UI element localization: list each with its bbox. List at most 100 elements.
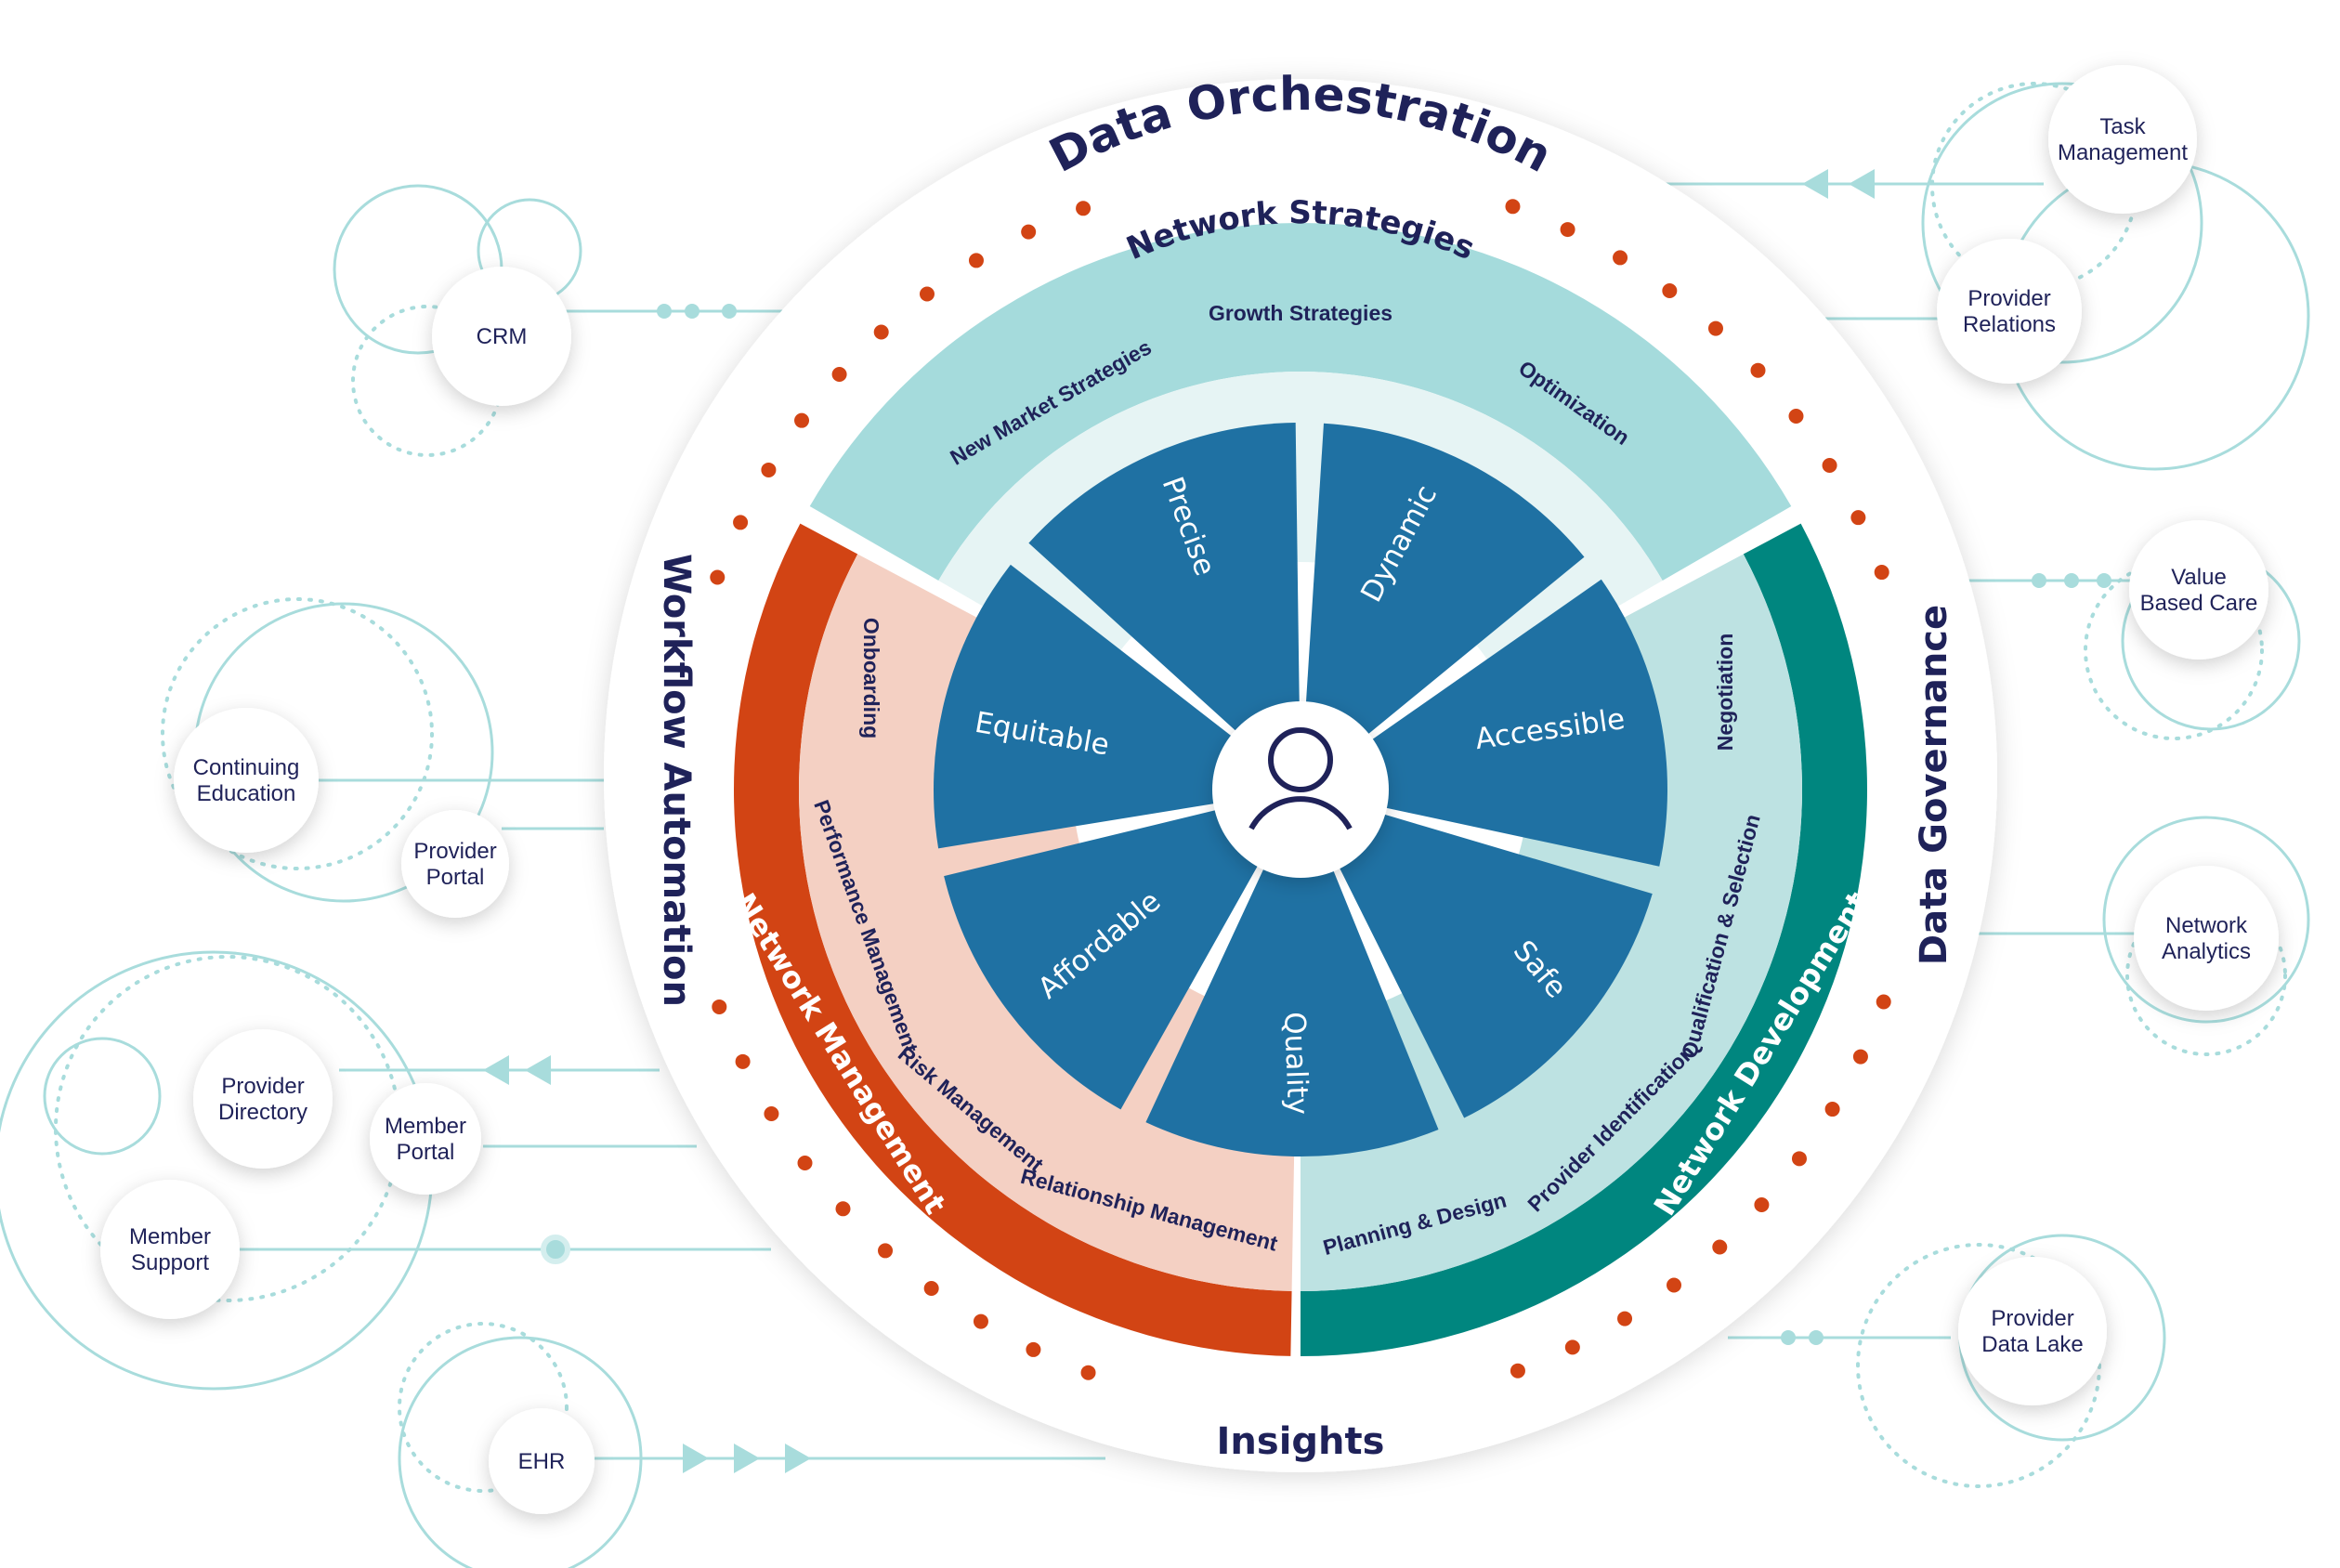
node-circle[interactable] [2129, 520, 2268, 660]
node-label: Provider [221, 1074, 304, 1099]
center-hub [1212, 701, 1389, 878]
node-label: Education [197, 781, 296, 806]
arrow-left-icon [525, 1055, 551, 1085]
orange-dot [1822, 457, 1837, 473]
orange-dot [764, 1106, 779, 1122]
node-circle[interactable] [2048, 65, 2197, 214]
node-label: Provider [1991, 1306, 2073, 1331]
node-circle[interactable] [370, 1083, 481, 1195]
orange-dot [733, 515, 749, 530]
orange-dot [712, 999, 727, 1014]
decorative-circle [2102, 816, 2310, 1024]
node-ehr[interactable]: EHR [489, 1408, 595, 1514]
connector-marker [2032, 573, 2046, 588]
connector-marker [1781, 1330, 1796, 1345]
orange-dot [1026, 1341, 1041, 1357]
decorative-circle [398, 1322, 569, 1493]
pie-slice-precise [1028, 423, 1301, 790]
orange-dot [873, 324, 889, 340]
orange-dot [1613, 250, 1628, 266]
node-label: Task [2099, 114, 2146, 139]
connector-marker [657, 304, 672, 319]
pie-slice-quality [1145, 790, 1439, 1156]
value-pie [934, 423, 1667, 1156]
orange-dot [1021, 224, 1037, 240]
orange-dot [1505, 199, 1521, 215]
node-circle[interactable] [401, 810, 509, 918]
node-circle[interactable] [1937, 239, 2082, 384]
node-label: Directory [218, 1100, 307, 1125]
orange-dot [919, 286, 935, 302]
segment-item: Onboarding [859, 618, 883, 738]
node-circle[interactable] [1958, 1257, 2107, 1405]
node-label: Provider [413, 839, 496, 864]
connector-marker [541, 1235, 570, 1264]
orange-dot [1712, 1239, 1728, 1255]
connector-marker [2097, 573, 2111, 588]
ring-title-bottom: Insights [1217, 1420, 1385, 1463]
node-circle[interactable] [489, 1408, 595, 1514]
orange-dot [973, 1313, 988, 1329]
node-label: Analytics [2162, 939, 2251, 964]
orange-dot [1754, 1196, 1770, 1212]
connector-marker [685, 304, 699, 319]
band-development-outer [1301, 523, 1868, 1356]
person-icon [1248, 727, 1353, 830]
orange-dot [835, 1201, 851, 1217]
orange-dot [1874, 565, 1889, 581]
orange-dot [1850, 510, 1866, 526]
node-label: Relations [1963, 312, 2056, 337]
arrow-left-icon [1849, 169, 1875, 199]
orange-dot [794, 412, 810, 428]
node-circle[interactable] [193, 1029, 333, 1169]
node-circle[interactable] [100, 1180, 240, 1319]
orange-dot [1750, 362, 1766, 378]
pie-slice-accessible [1301, 579, 1667, 867]
ring-title-right: Data Governance [1913, 605, 1955, 965]
node-label: Portal [397, 1140, 455, 1165]
node-label: EHR [518, 1449, 566, 1474]
node-circle[interactable] [2134, 866, 2279, 1011]
band-strategies-outer [809, 223, 1792, 581]
arrow-left-icon [483, 1055, 509, 1085]
arrow-left-icon [1802, 169, 1828, 199]
node-label: Network [2165, 913, 2248, 938]
node-circle[interactable] [432, 267, 571, 406]
pie-slice-safe [1301, 790, 1653, 1118]
orange-dot [710, 569, 726, 585]
orange-dot [1076, 201, 1092, 216]
orange-dot [1564, 1339, 1580, 1355]
connector-marker [2064, 573, 2079, 588]
orange-dot [1824, 1102, 1840, 1117]
pie-slice-dynamic [1301, 423, 1585, 790]
orange-dot [1510, 1363, 1525, 1379]
external-nodes: CRMContinuingEducationProviderPortalProv… [100, 65, 2279, 1514]
orange-dot [735, 1053, 751, 1069]
orange-dot [968, 253, 984, 268]
node-label: Provider [1967, 286, 2050, 311]
node-circle[interactable] [174, 708, 319, 853]
orange-dot [878, 1243, 894, 1259]
node-label: CRM [477, 324, 528, 349]
node-crm[interactable]: CRM [432, 267, 571, 406]
orange-dot [1662, 283, 1678, 299]
segment-item: Growth Strategies [1209, 301, 1392, 325]
pie-label-quality: Quality [1277, 1012, 1314, 1116]
node-label: Member [385, 1114, 466, 1139]
node-label: Management [2058, 140, 2188, 165]
node-label: Continuing [193, 755, 300, 780]
arrow-right-icon [785, 1444, 811, 1473]
segment-item: Negotiation [1713, 634, 1737, 751]
pie-slice-equitable [934, 564, 1301, 849]
connector-marker [722, 304, 737, 319]
